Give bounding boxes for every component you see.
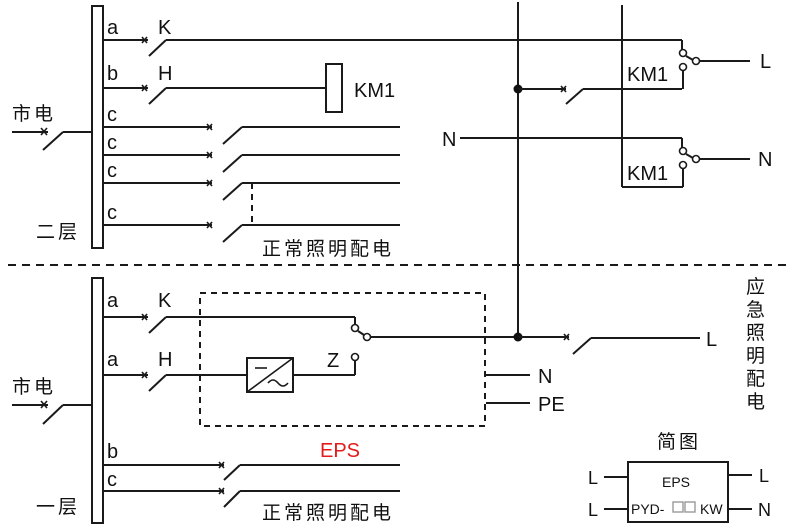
breaker-x-icon — [206, 221, 213, 229]
breaker-x-icon — [218, 461, 225, 469]
lower-floor-section: 市电 一层 a K a H — [12, 277, 717, 524]
contactor-label: KM1 — [627, 163, 668, 185]
side-char: 急 — [746, 299, 768, 321]
circuit-tag: a — [107, 17, 119, 39]
upper-circuit-c3: c — [103, 160, 400, 201]
legend-model-prefix: PYD- — [631, 501, 665, 517]
contactor-km1-line: KM1 L — [627, 40, 771, 89]
legend-out-top: L — [759, 466, 769, 486]
upper-busbar — [91, 5, 104, 249]
lower-floor-label: 一层 — [36, 496, 80, 518]
contactor-km1-neutral: KM1 N — [622, 138, 772, 188]
legend-in-bottom: L — [588, 500, 598, 520]
side-char: 应 — [746, 276, 768, 298]
circuit-tag: c — [107, 160, 117, 182]
eps-pe-label: PE — [538, 394, 565, 416]
lower-circuit-a-h: a H Z — [103, 349, 360, 393]
output-line-label: L — [760, 51, 771, 73]
circuit-tag: c — [107, 469, 117, 491]
upper-circuit-b: b H KM1 — [103, 63, 395, 113]
switch-label: H — [158, 349, 172, 371]
breaker-x-icon — [141, 36, 148, 44]
switch-label: K — [158, 17, 172, 39]
switch-label: K — [158, 290, 172, 312]
model-placeholder-box — [672, 501, 684, 513]
neutral-in-label: N — [442, 129, 456, 151]
breaker-x-icon — [141, 313, 148, 321]
emergency-output-breaker: L — [518, 329, 717, 355]
legend-model-suffix: KW — [700, 501, 723, 517]
legend-box-title: EPS — [662, 474, 690, 490]
upper-floor-label: 二层 — [36, 221, 80, 243]
breaker-x-icon — [141, 371, 148, 379]
inverter-icon — [246, 357, 294, 393]
emergency-lighting-side-label: 应 急 照 明 配 电 — [746, 276, 768, 413]
upper-floor-section: 市电 二层 a K b H KM1 — [12, 5, 682, 260]
circuit-tag: c — [107, 132, 117, 154]
circuit-tag: c — [107, 202, 117, 224]
upper-mains-breaker — [12, 127, 92, 151]
transfer-panel: KM1 L N KM1 N — [442, 2, 772, 338]
output-neutral-label: N — [758, 149, 772, 171]
circuit-tag: a — [107, 290, 119, 312]
eps-legend: 简图 EPS PYD- KW L L L N — [588, 431, 771, 523]
legend-title: 简图 — [657, 431, 701, 453]
lower-circuit-b: b — [103, 441, 400, 481]
circuit-tag: a — [107, 349, 119, 371]
lower-busbar — [91, 277, 104, 524]
circuit-tag: c — [107, 104, 117, 126]
breaker-x-icon — [563, 333, 570, 341]
km1-coil — [325, 63, 343, 113]
side-char: 照 — [746, 322, 768, 344]
upper-mains-label: 市电 — [12, 103, 56, 125]
upper-circuit-c2: c — [103, 132, 400, 173]
inverter-output-label: Z — [327, 350, 339, 372]
side-char: 配 — [746, 368, 768, 390]
upper-circuit-a: a K — [103, 17, 682, 57]
lower-normal-lighting-label: 正常照明配电 — [262, 502, 394, 524]
circuit-tag: b — [107, 441, 118, 463]
breaker-x-icon — [40, 127, 48, 136]
eps-enclosure — [199, 292, 486, 427]
model-placeholder-box — [684, 501, 696, 513]
emergency-output-label: L — [706, 329, 717, 351]
circuit-tag: b — [107, 63, 118, 85]
lower-mains-breaker — [12, 400, 92, 425]
breaker-x-icon — [40, 400, 48, 409]
lower-circuit-a-k: a K — [103, 290, 518, 342]
eps-label: EPS — [320, 440, 360, 462]
upper-circuit-c1: c — [103, 104, 400, 145]
switch-label: H — [158, 63, 172, 85]
breaker-x-icon — [141, 84, 148, 92]
breaker-x-icon — [206, 179, 213, 187]
breaker-x-icon — [560, 85, 567, 93]
breaker-x-icon — [218, 487, 225, 495]
coil-label: KM1 — [354, 80, 395, 102]
side-char: 电 — [746, 391, 768, 413]
legend-in-top: L — [588, 468, 598, 488]
lower-circuit-c: c — [103, 469, 400, 508]
side-char: 明 — [746, 345, 768, 367]
legend-out-bottom: N — [758, 500, 771, 520]
contactor-label: KM1 — [627, 64, 668, 86]
upper-circuit-c4: c — [103, 202, 400, 243]
lower-mains-label: 市电 — [12, 376, 56, 398]
upper-normal-lighting-label: 正常照明配电 — [262, 238, 394, 260]
eps-neutral-label: N — [538, 366, 552, 388]
breaker-x-icon — [206, 151, 213, 159]
breaker-x-icon — [206, 123, 213, 131]
